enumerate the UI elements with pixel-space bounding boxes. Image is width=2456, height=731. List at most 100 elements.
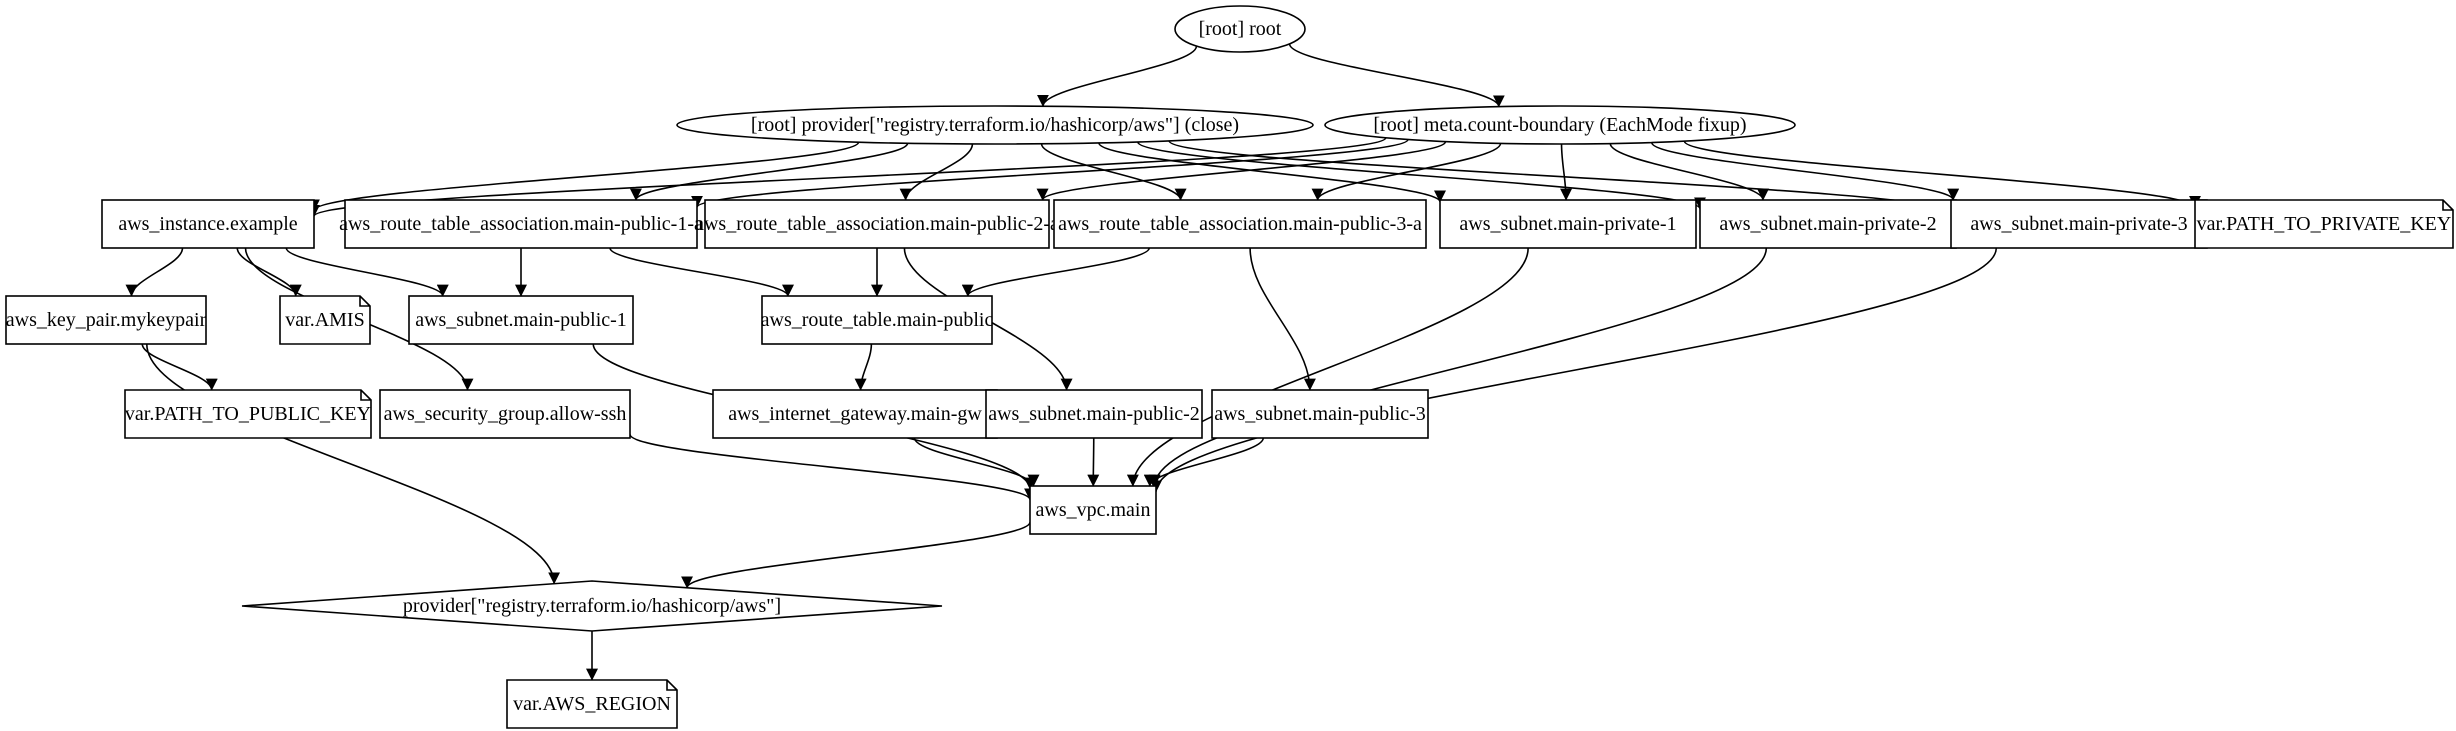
node-label: aws_key_pair.mykeypair xyxy=(6,309,207,331)
nodes-layer: [root] root [root] provider["registry.ter… xyxy=(5,5,2454,729)
node-label: aws_security_group.allow-ssh xyxy=(384,403,627,425)
note-shape xyxy=(124,389,372,439)
edge-rt-to-igw xyxy=(854,343,873,391)
edge-meta_count-to-rta3 xyxy=(1311,143,1502,201)
edge-rta1-to-rt xyxy=(609,247,794,297)
node-aws-route-table-association-main-public-1-a: aws_route_table_association.main-public-… xyxy=(339,199,703,249)
node-root-root: [root] root xyxy=(1174,5,1306,53)
node-label: aws_subnet.main-private-1 xyxy=(1459,213,1676,235)
node-var-path-to-private-key: var.PATH_TO_PRIVATE_KEY xyxy=(2194,199,2454,249)
node-aws-route-table-association-main-public-3-a: aws_route_table_association.main-public-… xyxy=(1053,199,1427,249)
box-shape xyxy=(1439,199,1697,249)
box-shape xyxy=(101,199,315,249)
edge-provider_close-to-rta3 xyxy=(1040,143,1187,201)
node-label: aws_route_table.main-public xyxy=(761,309,994,331)
node-root-meta-count-boundary-eachmode-fixup: [root] meta.count-boundary (EachMode fix… xyxy=(1324,105,1796,145)
node-var-aws-region: var.AWS_REGION xyxy=(506,679,678,729)
box-shape xyxy=(379,389,631,439)
edge-root-to-meta_count xyxy=(1288,43,1505,108)
node-provider-registry-terraform-io-hashicorp-aws: provider["registry.terraform.io/hashicor… xyxy=(241,580,943,632)
edge-kp-to-vpub xyxy=(141,343,218,391)
ellipse-shape xyxy=(676,105,1314,145)
node-aws-route-table-association-main-public-2-a: aws_route_table_association.main-public-… xyxy=(695,199,1059,249)
node-aws-subnet-main-private-1: aws_subnet.main-private-1 xyxy=(1439,199,1697,249)
box-shape xyxy=(704,199,1050,249)
edge-meta_count-to-vppk xyxy=(1683,140,2201,209)
edge-rta3-to-spub3 xyxy=(1249,247,1316,391)
edge-rta3-to-rt xyxy=(961,247,1151,297)
node-root-provider-registry-terraform-io-hashicorp-aws-close: [root] provider["registry.terraform.io/h… xyxy=(676,105,1314,145)
edge-kp-to-prov xyxy=(145,343,561,585)
node-label: aws_route_table_association.main-public-… xyxy=(1058,213,1422,235)
node-aws-subnet-main-public-1: aws_subnet.main-public-1 xyxy=(408,295,634,345)
node-aws-subnet-main-private-3: aws_subnet.main-private-3 xyxy=(1950,199,2208,249)
node-label: [root] provider["registry.terraform.io/h… xyxy=(751,114,1239,136)
box-shape xyxy=(5,295,207,345)
node-var-path-to-public-key: var.PATH_TO_PUBLIC_KEY xyxy=(124,389,372,439)
edge-vpc-to-prov xyxy=(681,521,1031,589)
edge-meta_count-to-sp3 xyxy=(1650,141,1960,201)
edge-provider_close-to-sp2 xyxy=(1137,141,1706,210)
node-aws-internet-gateway-main-gw: aws_internet_gateway.main-gw xyxy=(712,389,998,439)
node-aws-route-table-main-public: aws_route_table.main-public xyxy=(761,295,994,345)
note-shape xyxy=(506,679,678,729)
edge-inst-to-amis xyxy=(236,247,302,297)
node-label: provider["registry.terraform.io/hashicor… xyxy=(403,595,781,617)
node-label: var.PATH_TO_PRIVATE_KEY xyxy=(2197,213,2452,235)
edge-inst-to-kp xyxy=(125,247,184,297)
node-label: aws_instance.example xyxy=(118,213,297,235)
edge-sp3-to-vpc xyxy=(1150,247,1998,493)
diamond-shape xyxy=(241,580,943,632)
box-shape xyxy=(1950,199,2208,249)
edge-sp2-to-vpc xyxy=(1148,247,1768,487)
node-aws-vpc-main: aws_vpc.main xyxy=(1029,485,1157,535)
node-aws-subnet-main-public-2: aws_subnet.main-public-2 xyxy=(985,389,1203,439)
edge-provider_close-to-inst xyxy=(308,141,860,212)
edge-meta_count-to-sp2 xyxy=(1609,143,1769,201)
ellipse-shape xyxy=(1324,105,1796,145)
node-label: aws_internet_gateway.main-gw xyxy=(728,403,982,425)
node-label: aws_route_table_association.main-public-… xyxy=(339,213,703,235)
box-shape xyxy=(1029,485,1157,535)
box-shape xyxy=(1053,199,1427,249)
edge-igw-to-vpc xyxy=(913,437,1040,487)
note-shape xyxy=(279,295,371,345)
node-label: var.PATH_TO_PUBLIC_KEY xyxy=(125,403,371,425)
edge-sp1-to-vpc xyxy=(1126,247,1529,487)
box-shape xyxy=(1699,199,1957,249)
edge-spub2-to-vpc xyxy=(1087,437,1100,487)
node-label: [root] meta.count-boundary (EachMode fix… xyxy=(1373,114,1746,136)
edge-sg-to-vpc xyxy=(629,433,1036,501)
node-label: var.AMIS xyxy=(285,309,364,331)
box-shape xyxy=(1211,389,1429,439)
edge-meta_count-to-rta2 xyxy=(1036,140,1447,201)
edge-provider_close-to-rta1 xyxy=(630,142,909,201)
box-shape xyxy=(408,295,634,345)
box-shape xyxy=(712,389,998,439)
node-label: aws_route_table_association.main-public-… xyxy=(695,213,1059,235)
box-shape xyxy=(761,295,993,345)
node-label: [root] root xyxy=(1199,18,1282,40)
node-label: aws_subnet.main-private-3 xyxy=(1970,213,2187,235)
node-label: aws_subnet.main-private-2 xyxy=(1719,213,1936,235)
node-aws-subnet-main-public-3: aws_subnet.main-public-3 xyxy=(1211,389,1429,439)
edge-meta_count-to-rta1 xyxy=(691,138,1409,208)
ellipse-shape xyxy=(1174,5,1306,53)
node-label: aws_subnet.main-public-2 xyxy=(988,403,1200,425)
edge-spub3-to-vpc xyxy=(1143,437,1265,487)
node-aws-instance-example: aws_instance.example xyxy=(101,199,315,249)
node-var-amis: var.AMIS xyxy=(279,295,371,345)
node-label: aws_subnet.main-public-1 xyxy=(415,309,627,331)
edge-meta_count-to-sp1 xyxy=(1560,143,1573,201)
box-shape xyxy=(985,389,1203,439)
note-shape xyxy=(2194,199,2454,249)
box-shape xyxy=(344,199,698,249)
node-label: var.AWS_REGION xyxy=(513,693,671,715)
edge-provider_close-to-sp1 xyxy=(1098,142,1446,203)
node-aws-security-group-allow-ssh: aws_security_group.allow-ssh xyxy=(379,389,631,439)
edge-root-to-provider_close xyxy=(1037,45,1198,107)
node-aws-key-pair-mykeypair: aws_key_pair.mykeypair xyxy=(5,295,207,345)
node-label: aws_vpc.main xyxy=(1036,499,1151,521)
edge-inst-to-spub1 xyxy=(285,247,449,297)
